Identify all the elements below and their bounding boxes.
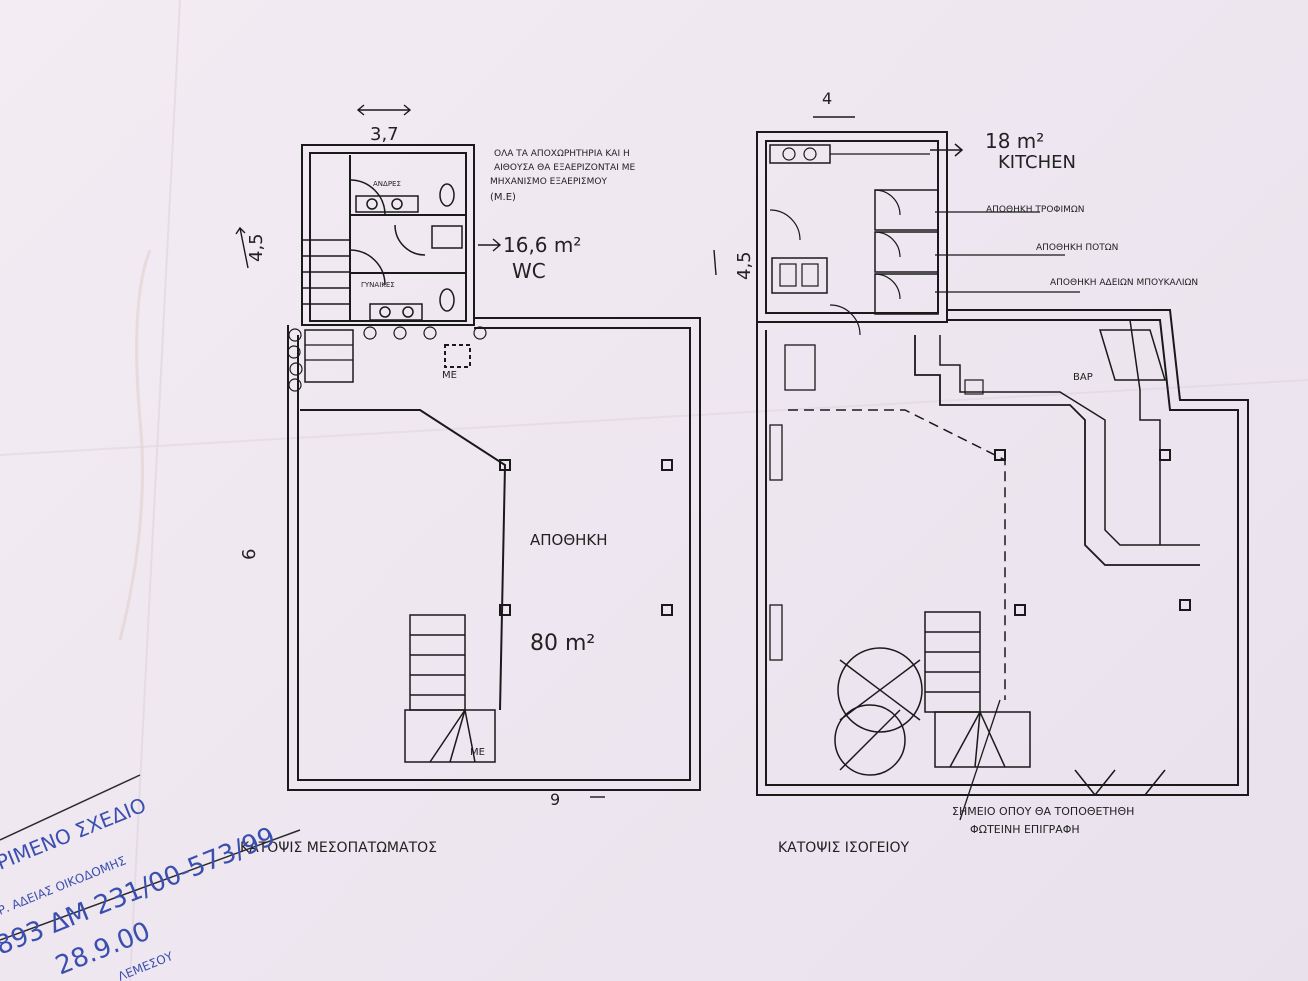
- entrance-doors: [834, 647, 923, 776]
- me-label-upper: ΜΕ: [442, 370, 457, 381]
- wc-area-label: 16,6 m²: [503, 233, 581, 257]
- kitchen-outer: [756, 131, 948, 323]
- food-storage-label: ΑΠΟΘΗΚΗ ΤΡΟΦΙΜΩΝ: [986, 205, 1085, 215]
- me-label-lower: ΜΕ: [470, 747, 485, 758]
- hall-stair: [924, 611, 1031, 768]
- stone-wall: [287, 326, 487, 392]
- right-floor-plan: [756, 131, 1249, 821]
- storage-stair: [404, 614, 496, 763]
- kitchen-label: KITCHEN: [998, 152, 1076, 173]
- left-bottom-dim: 9: [550, 790, 560, 809]
- wc-fixtures: [349, 179, 463, 321]
- storage-area-label: 80 m²: [530, 631, 595, 656]
- mezzanine-edge: [300, 409, 507, 711]
- note-line: ΑΙΘΟΥΣΑ ΘΑ ΕΞΑΕΡΙΖΟΝΤΑΙ ΜΕ: [494, 163, 635, 173]
- right-plan-title: ΚΑΤΟΨΙΣ ΙΣΟΓΕΙΟΥ: [778, 840, 910, 856]
- men-label: ΑΝΔΡΕΣ: [373, 180, 401, 188]
- left-plan-title: ΚΑΤΟΨΙΣ ΜΕΣΟΠΑΤΩΜΑΤΟΣ: [240, 840, 437, 856]
- upper-stair: [304, 329, 354, 383]
- wc-width-label: 3,7: [370, 124, 399, 145]
- bar-counter: [914, 335, 1200, 566]
- women-label: ΓΥΝΑΙΚΕΣ: [361, 281, 395, 289]
- storage-inner-wall: [297, 327, 691, 781]
- kitchen-depth-label: 4,5: [734, 251, 755, 280]
- left-side-dim: 6: [239, 549, 260, 560]
- drinks-storage-label: ΑΠΟΘΗΚΗ ΠΟΤΩΝ: [1036, 243, 1118, 253]
- kitchen-area-label: 18 m²: [985, 129, 1044, 153]
- mezzanine-outline: [788, 409, 1006, 700]
- sign-note-line-1: ΣΗΜΕΙΟ ΟΠΟΥ ΘΑ ΤΟΠΟΘΕΤΗΘΗ: [952, 805, 1134, 818]
- wc-block-outer: [301, 144, 475, 326]
- ventilation-note: ΟΛΑ ΤΑ ΑΠΟΧΩΡΗΤΗΡΙΑ ΚΑΙ Η ΑΙΘΟΥΣΑ ΘΑ ΕΞΑ…: [490, 149, 635, 203]
- left-floor-plan: [287, 144, 701, 791]
- wc-depth-label: 4,5: [246, 233, 267, 262]
- wc-block-inner: [309, 152, 467, 322]
- hall-inner-wall: [765, 319, 1239, 786]
- empty-bottles-storage-label: ΑΠΟΘΗΚΗ ΑΔΕΙΩΝ ΜΠΟΥΚΑΛΙΩΝ: [1050, 278, 1198, 288]
- storage-label: ΑΠΟΘΗΚΗ: [530, 531, 608, 549]
- storage-outer-wall: [287, 317, 701, 791]
- bar-label: ΒΑΡ: [1073, 372, 1093, 383]
- dimension-marks: [235, 104, 855, 798]
- sign-note-line-2: ΦΩΤΕΙΝΗ ΕΠΙΓΡΑΦΗ: [970, 823, 1080, 836]
- hall-outer-wall: [756, 309, 1249, 796]
- wc-stair: [302, 239, 350, 305]
- kitchen-width-label: 4: [822, 89, 832, 108]
- approval-stamp: ΡΙΜΕΝΟ ΣΧΕΔΙΟ Ρ. ΑΔΕΙΑΣ ΟΙΚΟΔΟΜΗΣ 893 ΔΜ…: [0, 774, 301, 981]
- note-line: ΜΗΧΑΝΙΣΜΟ ΕΞΑΕΡΙΣΜΟΥ: [490, 177, 607, 187]
- note-line: (Μ.Ε): [490, 192, 516, 203]
- kitchen-inner: [765, 140, 939, 314]
- wc-label: WC: [512, 259, 546, 283]
- note-line: ΟΛΑ ΤΑ ΑΠΟΧΩΡΗΤΗΡΙΑ ΚΑΙ Η: [494, 149, 630, 159]
